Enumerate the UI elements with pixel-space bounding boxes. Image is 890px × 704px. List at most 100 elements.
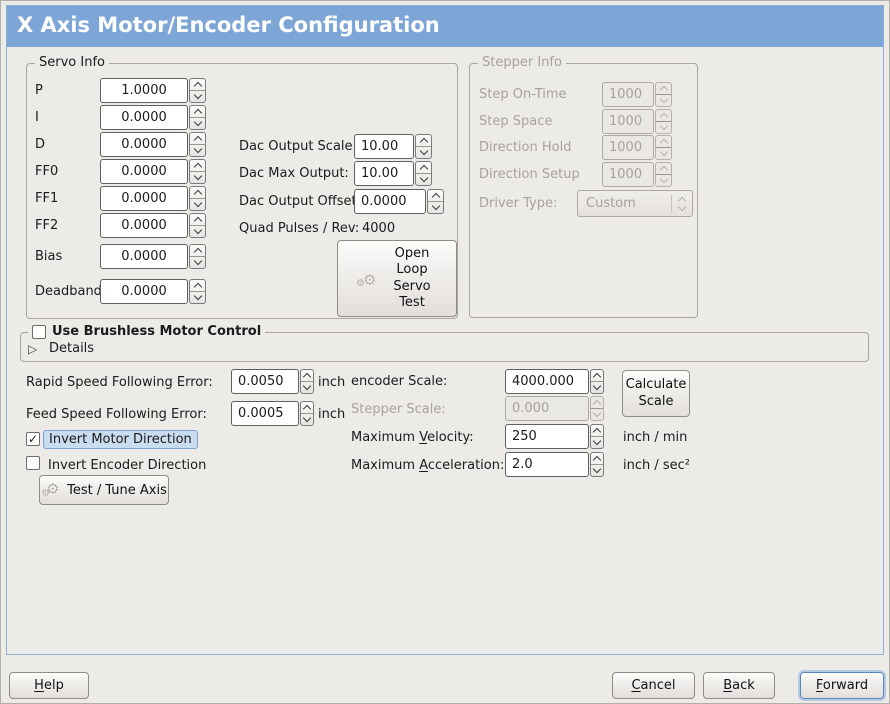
spin-up-button[interactable] [428,190,443,202]
feed-spin-buttons[interactable] [300,401,314,426]
spin-up-button[interactable] [301,402,313,414]
spin-up-button[interactable] [591,425,603,437]
invert-motor-direction-label[interactable]: Invert Motor Direction [43,430,198,449]
i-spinbox[interactable]: 0.0000 [100,105,206,130]
cancel-button[interactable]: Cancel [612,672,695,699]
spin-down-button[interactable] [591,381,603,393]
spin-down-button[interactable] [416,173,431,185]
spin-up-button[interactable] [190,214,205,226]
acceleration-spin-buttons[interactable] [590,452,604,477]
dac-output-offset-spin-buttons[interactable] [427,189,444,214]
spin-down-button[interactable] [591,436,603,448]
spin-down-button[interactable] [190,171,205,183]
spin-up-button[interactable] [591,370,603,382]
invert-motor-direction-checkbox[interactable]: ✓ [26,432,40,446]
p-spinbox[interactable]: 1.0000 [100,78,206,103]
ff0-input[interactable]: 0.0000 [100,159,188,184]
dac-max-output-spinbox[interactable]: 10.00 [354,161,432,186]
deadband-input[interactable]: 0.0000 [100,279,188,304]
d-spin-buttons[interactable] [189,132,206,157]
invert-encoder-direction-checkbox[interactable] [26,456,40,470]
spin-down-button[interactable] [190,225,205,237]
dac-output-offset-input[interactable]: 0.0000 [354,189,426,214]
spin-up-button[interactable] [190,280,205,292]
spin-up-button[interactable] [190,106,205,118]
spin-down-button[interactable] [301,413,313,425]
encoder-scale-spin-buttons[interactable] [590,369,604,394]
d-spinbox[interactable]: 0.0000 [100,132,206,157]
spin-down-button[interactable] [190,198,205,210]
calculate-scale-label: Calculate Scale [625,377,687,409]
feed-following-error-spinbox[interactable]: 0.0005 [231,401,314,426]
spin-up-button[interactable] [190,133,205,145]
driver-type-value: Custom [586,196,636,211]
velocity-spin-buttons[interactable] [590,424,604,449]
invert-encoder-direction-label[interactable]: Invert Encoder Direction [48,458,207,473]
spin-up-button[interactable] [190,245,205,257]
ff2-input[interactable]: 0.0000 [100,213,188,238]
bias-spin-buttons[interactable] [189,244,206,269]
spin-down-button[interactable] [190,144,205,156]
ff1-spin-buttons[interactable] [189,186,206,211]
i-spin-buttons[interactable] [189,105,206,130]
maximum-velocity-input[interactable]: 250 [505,424,589,449]
spin-up-button[interactable] [190,160,205,172]
spin-up-button[interactable] [591,453,603,465]
dac-output-scale-spin-buttons[interactable] [415,134,432,159]
dac-max-output-spin-buttons[interactable] [415,161,432,186]
spin-up-button[interactable] [190,187,205,199]
maximum-velocity-spinbox[interactable]: 250 [505,424,604,449]
spin-down-button[interactable] [190,291,205,303]
ff2-spin-buttons[interactable] [189,213,206,238]
deadband-spin-buttons[interactable] [189,279,206,304]
encoder-scale-input[interactable]: 4000.000 [505,369,589,394]
details-expander-label[interactable]: Details [49,341,95,356]
ff0-spinbox[interactable]: 0.0000 [100,159,206,184]
spin-down-button[interactable] [190,256,205,268]
maximum-acceleration-input[interactable]: 2.0 [505,452,589,477]
stepper-scale-spin-buttons [590,396,604,421]
calculate-scale-button[interactable]: Calculate Scale [622,370,690,417]
details-expander-icon[interactable]: ▷ [28,342,38,356]
dac-output-offset-spinbox[interactable]: 0.0000 [354,189,444,214]
open-loop-servo-test-button[interactable]: ⚙ ⚙ Open Loop Servo Test [337,240,457,317]
stepper-info-frame: Stepper Info Step On-Time Step Space Dir… [469,55,698,318]
bias-spinbox[interactable]: 0.0000 [100,244,206,269]
rapid-spin-buttons[interactable] [300,369,314,394]
i-input[interactable]: 0.0000 [100,105,188,130]
ff2-spinbox[interactable]: 0.0000 [100,213,206,238]
ff0-spin-buttons[interactable] [189,159,206,184]
help-button[interactable]: Help [9,672,89,699]
maximum-acceleration-spinbox[interactable]: 2.0 [505,452,604,477]
rapid-following-error-input[interactable]: 0.0050 [231,369,299,394]
dac-output-scale-spinbox[interactable]: 10.00 [354,134,432,159]
ff1-spinbox[interactable]: 0.0000 [100,186,206,211]
spin-up-button[interactable] [190,79,205,91]
d-input[interactable]: 0.0000 [100,132,188,157]
spin-down-button [656,94,671,106]
spin-down-button[interactable] [428,201,443,213]
spin-up-button[interactable] [301,370,313,382]
spin-down-button[interactable] [301,381,313,393]
back-button[interactable]: Back [703,672,775,699]
spin-down-button[interactable] [416,146,431,158]
bias-input[interactable]: 0.0000 [100,244,188,269]
dac-max-output-input[interactable]: 10.00 [354,161,414,186]
dac-output-scale-input[interactable]: 10.00 [354,134,414,159]
spin-down-button[interactable] [190,117,205,129]
test-tune-axis-button[interactable]: ⚙ ⚙ Test / Tune Axis [39,475,169,505]
spin-up-button[interactable] [416,135,431,147]
spin-up-button[interactable] [416,162,431,174]
spin-down-button[interactable] [591,464,603,476]
spin-down-button[interactable] [190,90,205,102]
combo-arrows-icon [672,195,692,213]
forward-button[interactable]: Forward [800,672,884,699]
encoder-scale-spinbox[interactable]: 4000.000 [505,369,604,394]
feed-following-error-input[interactable]: 0.0005 [231,401,299,426]
ff1-input[interactable]: 0.0000 [100,186,188,211]
p-spin-buttons[interactable] [189,78,206,103]
p-input[interactable]: 1.0000 [100,78,188,103]
use-brushless-checkbox[interactable] [32,324,46,339]
deadband-spinbox[interactable]: 0.0000 [100,279,206,304]
rapid-following-error-spinbox[interactable]: 0.0050 [231,369,314,394]
